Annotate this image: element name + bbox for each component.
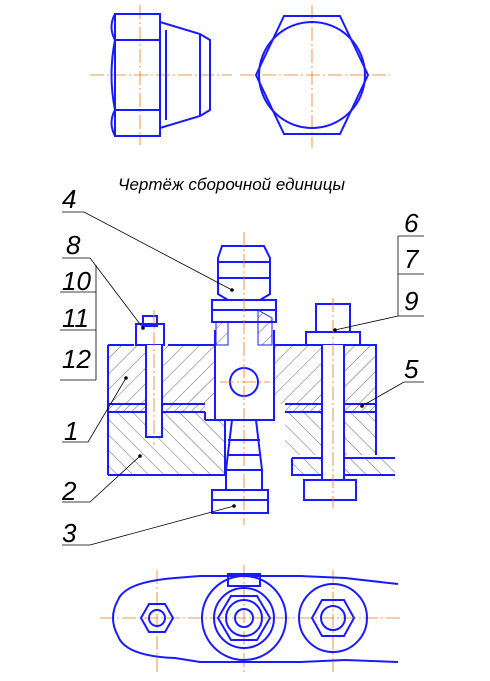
- callout-8: 8: [66, 230, 81, 260]
- callout-11: 11: [62, 303, 89, 333]
- main-section-view: [107, 232, 395, 525]
- callout-4: 4: [62, 184, 76, 214]
- callout-1: 1: [64, 416, 78, 446]
- callout-9: 9: [404, 286, 418, 316]
- callout-10: 10: [62, 266, 91, 296]
- fitting-side-view: [90, 5, 232, 145]
- callout-12: 12: [62, 344, 91, 374]
- callout-numbers: 4 8 10 11 12 6 7 9 5 1 2 3: [61, 184, 420, 548]
- plan-view: [100, 565, 400, 675]
- callout-6: 6: [404, 208, 419, 238]
- fitting-end-view: [240, 5, 390, 148]
- callout-7: 7: [404, 244, 420, 274]
- drawing-title: Чертёж сборочной единицы: [118, 175, 345, 194]
- callout-5: 5: [404, 354, 419, 384]
- callout-2: 2: [61, 476, 77, 506]
- callout-3: 3: [62, 518, 77, 548]
- callout-leaders: [60, 211, 424, 546]
